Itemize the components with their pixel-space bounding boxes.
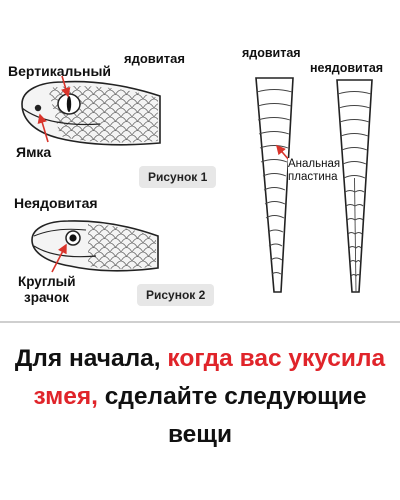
venomous-snake-head bbox=[21, 75, 161, 146]
pit-label: Ямка bbox=[16, 144, 52, 160]
anal-plate-arrow bbox=[275, 144, 290, 161]
round-pupil-label-line1: Круглый bbox=[18, 274, 76, 289]
venomous-label-top: ядовитая bbox=[124, 51, 185, 66]
round-pupil-label-line2: зрачок bbox=[24, 290, 69, 305]
pit-hole bbox=[34, 104, 42, 112]
round-pupil-label: Круглый зрачок bbox=[18, 274, 76, 306]
vertical-pupil-label: Вертикальный bbox=[8, 63, 112, 79]
venomous-label-right: ядовитая bbox=[242, 46, 301, 60]
nonvenomous-tail bbox=[336, 79, 373, 293]
anal-plate-label: Анальная пластина bbox=[288, 158, 341, 184]
nonvenomous-label-right: неядовитая bbox=[310, 61, 384, 75]
headline-part3: сделайте следующие вещи bbox=[104, 383, 367, 448]
headline-part2-highlight: когда вас укусила змея, bbox=[33, 345, 386, 410]
snake-diagram bbox=[0, 75, 400, 323]
nonvenomous-label-left: Неядовитая bbox=[14, 195, 98, 211]
figure-1-caption: Рисунок 1 bbox=[139, 166, 217, 188]
venomous-tail bbox=[255, 77, 294, 293]
anal-plate-label-line2: пластина bbox=[288, 171, 338, 183]
headline: Для начала, когда вас укусила змея, сдел… bbox=[0, 340, 400, 454]
headline-part1: Для начала, bbox=[14, 345, 161, 372]
round-pupil-arrow bbox=[51, 243, 67, 273]
pit-arrow bbox=[37, 113, 49, 143]
vertical-pupil-arrow bbox=[61, 75, 71, 98]
nonvenomous-snake-head bbox=[31, 220, 159, 273]
figure-2-caption: Рисунок 2 bbox=[137, 284, 215, 306]
anal-plate-label-line1: Анальная bbox=[288, 158, 341, 170]
